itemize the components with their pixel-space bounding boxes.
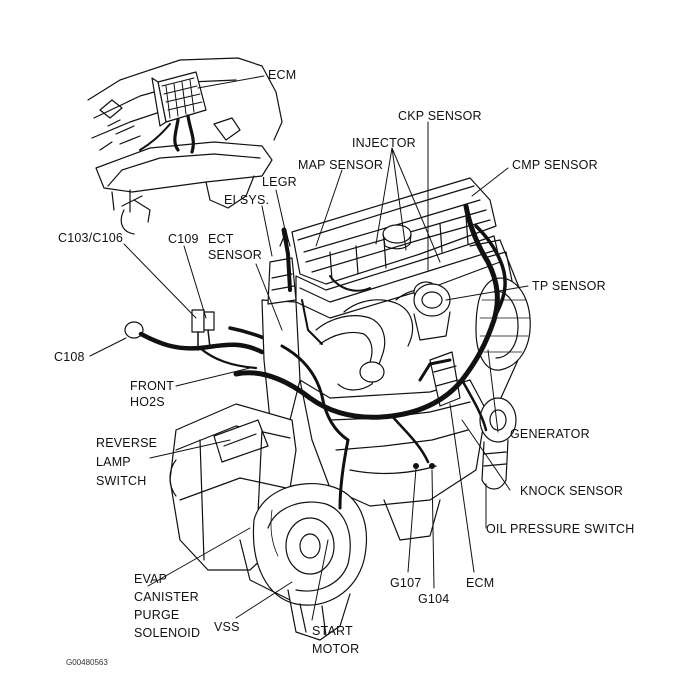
evap-label-line3: PURGE — [134, 608, 180, 622]
dashboard-inset — [87, 57, 283, 235]
g107-label: G107 — [390, 576, 422, 590]
c103-c106-label: C103/C106 — [58, 231, 124, 245]
reverse-lamp-line3: SWITCH — [96, 474, 147, 488]
start-motor-line1: START — [312, 624, 353, 638]
legr-label: LEGR — [262, 175, 297, 189]
reverse-lamp-line1: REVERSE — [96, 436, 158, 450]
map-sensor-label: MAP SENSOR — [298, 158, 384, 172]
evap-label-line4: SOLENOID — [134, 626, 201, 640]
tp-sensor-label: TP SENSOR — [532, 279, 606, 293]
ecm-top-label: ECM — [268, 68, 297, 82]
ground-g107-terminal — [413, 463, 419, 469]
c109-label: C109 — [168, 232, 199, 246]
generator-label: GENERATOR — [510, 427, 590, 441]
evap-label-line1: EVAP — [134, 572, 168, 586]
ecm-bottom-label: ECM — [466, 576, 495, 590]
vss-label: VSS — [214, 620, 240, 634]
transaxle — [169, 403, 367, 641]
cmp-sensor-label: CMP SENSOR — [512, 158, 598, 172]
left-harness — [124, 309, 284, 370]
injector-label: INJECTOR — [352, 136, 416, 150]
start-motor-line2: MOTOR — [312, 642, 360, 656]
main-harness — [233, 203, 507, 510]
knock-sensor-label: KNOCK SENSOR — [520, 484, 624, 498]
ect-label-line2: SENSOR — [208, 248, 262, 262]
g104-label: G104 — [418, 592, 450, 606]
oil-pressure-switch-label: OIL PRESSURE SWITCH — [486, 522, 635, 536]
ei-sys-label: EI SYS. — [224, 193, 270, 207]
ect-label-line1: ECT — [208, 232, 234, 246]
ckp-sensor-label: CKP SENSOR — [398, 109, 482, 123]
ground-g104-terminal — [429, 463, 435, 469]
c108-label: C108 — [54, 350, 85, 364]
evap-label-line2: CANISTER — [134, 590, 199, 604]
reverse-lamp-line2: LAMP — [96, 455, 131, 469]
front-ho2s-line1: FRONT — [130, 379, 175, 393]
figure-id: G00480563 — [66, 658, 108, 667]
leader-lines — [89, 75, 529, 621]
front-ho2s-line2: HO2S — [130, 395, 165, 409]
